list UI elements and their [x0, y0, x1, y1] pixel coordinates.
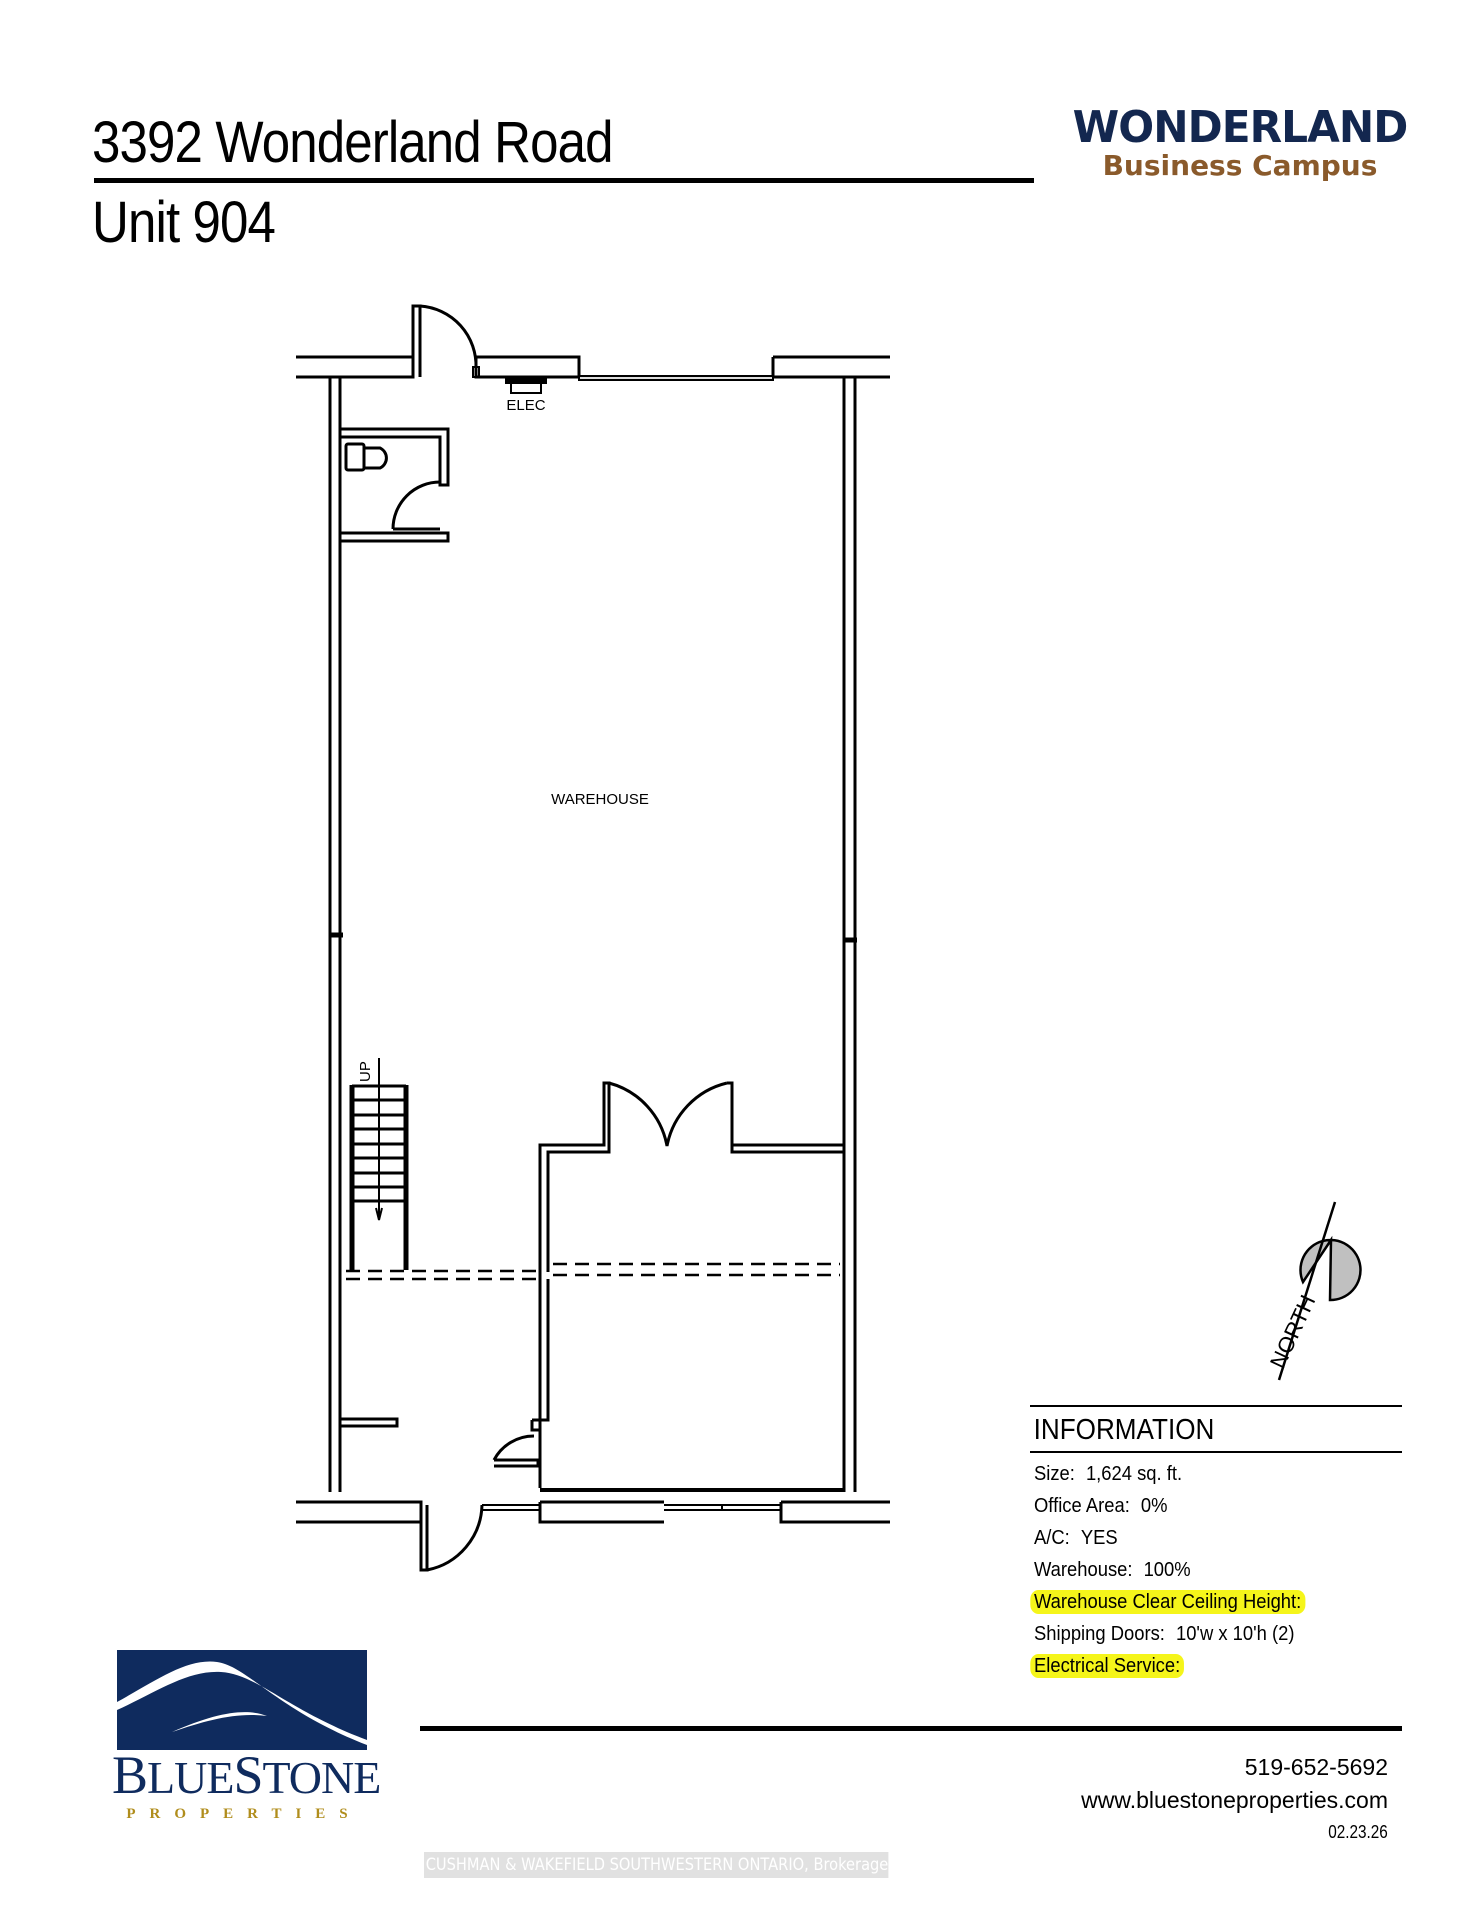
info-value: 0%: [1140, 1495, 1168, 1517]
info-label: Size:: [1034, 1463, 1075, 1485]
exterior-wall-top: [296, 355, 890, 381]
info-label-highlighted: Electrical Service:: [1030, 1654, 1184, 1678]
info-value: 1,624 sq. ft.: [1085, 1463, 1183, 1485]
wordmark-tone: TONE: [262, 1752, 382, 1803]
information-heading: INFORMATION: [1033, 1414, 1215, 1446]
info-label: Shipping Doors:: [1034, 1623, 1165, 1645]
info-label: Office Area:: [1034, 1495, 1130, 1517]
north-arrow-icon: [1277, 1201, 1362, 1381]
interior-room: [530, 1081, 844, 1488]
info-row-ac: A/C: YES: [1034, 1527, 1373, 1549]
staircase: [349, 1058, 409, 1270]
footer-divider: [420, 1726, 1402, 1731]
warehouse-label: WAREHOUSE: [551, 791, 649, 808]
mountain-wave-icon: [117, 1661, 367, 1745]
info-row-warehouse: Warehouse: 100%: [1034, 1559, 1373, 1581]
washroom: [340, 427, 450, 543]
rear-door: [411, 304, 480, 378]
property-address-title: 3392 Wonderland Road: [92, 110, 613, 175]
info-label: Warehouse:: [1034, 1559, 1133, 1581]
bluestone-subtitle: PROPERTIES: [126, 1806, 362, 1822]
exterior-wall-left: [328, 377, 343, 1492]
info-row-office-area: Office Area: 0%: [1034, 1495, 1373, 1517]
info-row-shipping-doors: Shipping Doors: 10'w x 10'h (2): [1034, 1623, 1373, 1645]
brand-name: WONDERLAND: [1072, 102, 1409, 153]
exterior-wall-right: [842, 377, 857, 1492]
wordmark-s: S: [233, 1745, 263, 1805]
unit-number: Unit 904: [92, 190, 276, 255]
info-row-size: Size: 1,624 sq. ft.: [1034, 1463, 1373, 1485]
partition-stub: [340, 1417, 399, 1428]
mezzanine-line: [346, 1262, 840, 1281]
info-row-ceiling-height: Warehouse Clear Ceiling Height:: [1030, 1590, 1373, 1614]
wordmark-lue: LUE: [147, 1752, 234, 1803]
info-label-highlighted: Warehouse Clear Ceiling Height:: [1030, 1590, 1305, 1614]
info-value: 100%: [1143, 1559, 1191, 1581]
info-row-electrical-service: Electrical Service:: [1030, 1654, 1373, 1678]
elec-label: ELEC: [506, 397, 545, 414]
wonderland-brand-logo: WONDERLAND Business Campus: [1040, 104, 1440, 182]
info-label: A/C:: [1034, 1527, 1070, 1549]
brand-subtitle: Business Campus: [1102, 149, 1378, 182]
north-label: NORTH: [1265, 1291, 1321, 1372]
electrical-panel-icon: [505, 376, 547, 394]
brokerage-watermark: CUSHMAN & WAKEFIELD SOUTHWESTERN ONTARIO…: [424, 1852, 889, 1878]
title-divider: [94, 178, 1034, 183]
info-top-rule: [1030, 1405, 1402, 1407]
exterior-wall-bottom: [296, 1488, 890, 1524]
wordmark-b: B: [112, 1745, 148, 1805]
stairs-up-label: UP: [357, 1061, 374, 1082]
website-link[interactable]: www.bluestoneproperties.com: [1081, 1787, 1388, 1813]
bluestone-wordmark: BLUESTONE: [112, 1748, 381, 1803]
contact-block: 519-652-5692 www.bluestoneproperties.com…: [1081, 1752, 1388, 1845]
info-value: 10'w x 10'h (2): [1175, 1623, 1295, 1645]
bluestone-logo-mark: [117, 1650, 367, 1750]
information-panel: INFORMATION Size: 1,624 sq. ft. Office Ar…: [1030, 1405, 1402, 1678]
info-value: YES: [1080, 1527, 1118, 1549]
document-date: 02.23.26: [1328, 1822, 1388, 1842]
info-heading-rule: [1030, 1451, 1402, 1453]
phone-number: 519-652-5692: [1244, 1754, 1388, 1780]
front-door: [419, 1434, 540, 1572]
